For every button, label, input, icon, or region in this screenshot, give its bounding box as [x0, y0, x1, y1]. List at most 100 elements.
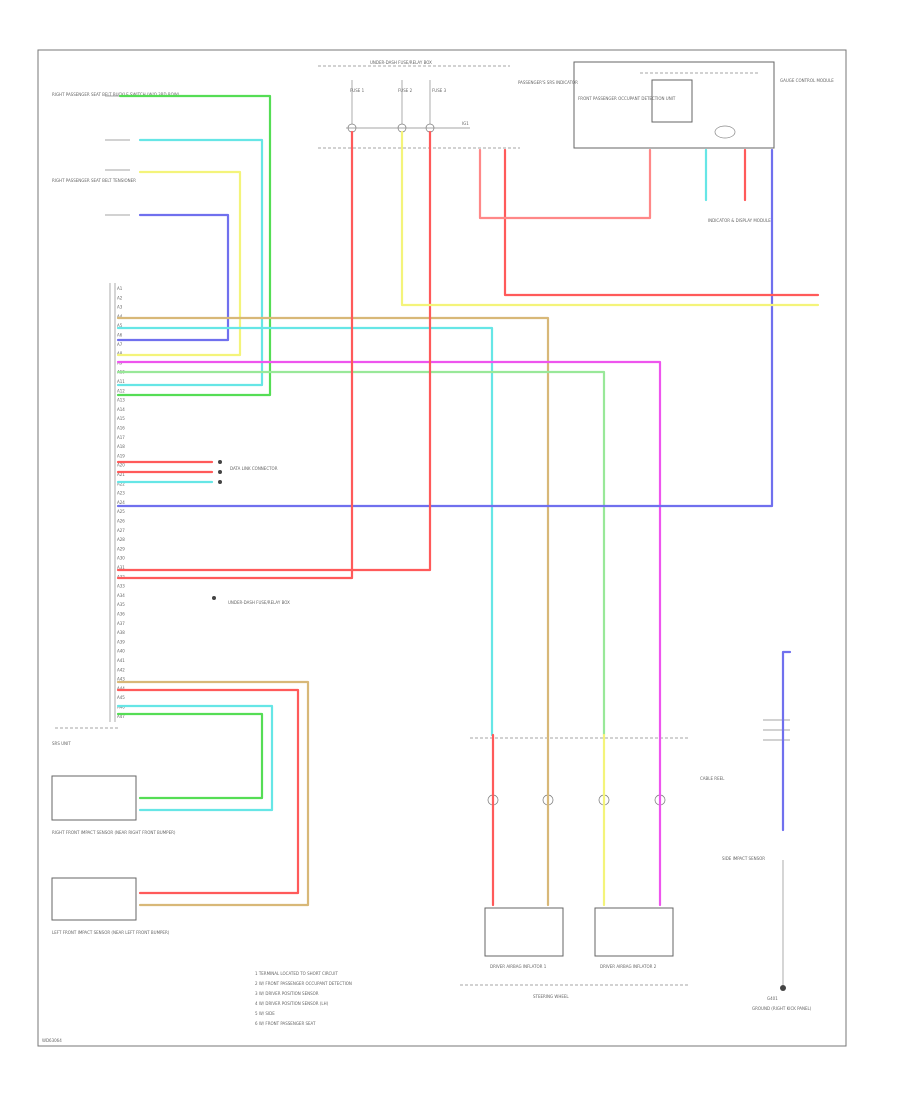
srs-pin-label: A15 [117, 416, 125, 421]
odsu-label: FRONT PASSENGER OCCUPANT DETECTION UNIT [578, 96, 676, 101]
srs-pin-label: A14 [117, 407, 125, 412]
srs-pin-label: A36 [117, 612, 125, 617]
legend: 1 TERMINAL LOCATED TO SHORT CIRCUIT 2 W/ … [255, 971, 352, 1026]
legend-item: 2 W/ FRONT PASSENGER OCCUPANT DETECTION [255, 981, 352, 986]
srs-unit-label: SRS UNIT [52, 741, 71, 746]
wire-cyan [116, 138, 264, 387]
legend-item: 5 W/ SIDE [255, 1011, 275, 1016]
ground-label: GROUND (RIGHT KICK PANEL) [752, 1006, 812, 1011]
srs-pin-label: A12 [117, 388, 125, 393]
left-front-sensor-label: LEFT FRONT IMPACT SENSOR (NEAR LEFT FRON… [52, 930, 170, 935]
srs-pin-label: A21 [117, 472, 125, 477]
legend-item: 3 W/ DRIVER POSITION SENSOR [255, 991, 319, 996]
srs-pin-label: A3 [117, 305, 123, 310]
srs-pin-label: A13 [117, 398, 125, 403]
wire-tan [116, 316, 550, 737]
gauge-control-label: GAUGE CONTROL MODULE [780, 78, 834, 83]
srs-pin-label: A17 [117, 435, 125, 440]
srs-connector [109, 283, 116, 722]
srs-pin-label: A27 [117, 528, 125, 533]
driver-airbag-1-label: DRIVER AIRBAG INFLATOR 1 [490, 964, 547, 969]
diagram-frame [37, 49, 847, 1047]
wire-green [116, 712, 264, 800]
rp-buckle-switch-label: RIGHT PASSENGER SEAT BELT BUCKLE SWITCH … [52, 92, 180, 97]
wire-cyan [116, 326, 494, 737]
srs-pin-label: A25 [117, 509, 125, 514]
srs-pin-label: A11 [117, 379, 125, 384]
wire-light-green [116, 370, 606, 737]
srs-pin-label: A6 [117, 333, 123, 338]
wire-red [116, 688, 300, 895]
right-front-sensor-box [51, 775, 137, 821]
fuse-box-label: UNDER-DASH FUSE/RELAY BOX [370, 60, 432, 65]
wire-blue [116, 213, 230, 342]
srs-pin-label: A43 [117, 677, 125, 682]
wire-blue [781, 650, 792, 832]
rp-buckle-tension-label: RIGHT PASSENGER SEAT BELT TENSIONER [52, 178, 136, 183]
wire-red [116, 130, 354, 580]
srs-pin-label: A29 [117, 546, 125, 551]
indicator-module-label: INDICATOR & DISPLAY MODULE [708, 218, 771, 223]
fuse-c-label: FUSE 3 [432, 88, 447, 93]
wire-cyan [116, 704, 274, 812]
srs-pin-label: A44 [117, 686, 125, 691]
srs-pin-label: A20 [117, 463, 125, 468]
srs-pin-label: A34 [117, 593, 125, 598]
fuse-bus-label: IG1 [462, 121, 469, 126]
wire-blue [116, 148, 774, 508]
wire-magenta [116, 360, 662, 737]
srs-pin-label: A38 [117, 630, 125, 635]
side-sensor-label: SIDE IMPACT SENSOR [722, 856, 765, 861]
srs-pin-label: A7 [117, 342, 123, 347]
srs-pin-label: A40 [117, 649, 125, 654]
wire-yellow [116, 170, 242, 357]
fuse-a-label: FUSE 1 [350, 88, 365, 93]
srs-pin-label: A23 [117, 491, 125, 496]
srs-pin-label: A39 [117, 639, 125, 644]
srs-pin-label: A2 [117, 295, 123, 300]
legend-item: 1 TERMINAL LOCATED TO SHORT CIRCUIT [255, 971, 338, 976]
data-link-label: DATA LINK CONNECTOR [230, 466, 278, 471]
srs-pin-list: A1A2A3A4A5A6A7A8A9A10A11A12A13A14A15A16A… [117, 286, 125, 719]
legend-item: 4 W/ DRIVER POSITION SENSOR (LH) [255, 1001, 329, 1006]
srs-pin-label: A18 [117, 444, 125, 449]
srs-pin-label: A24 [117, 500, 125, 505]
srs-pin-label: A1 [117, 286, 123, 291]
left-front-sensor-box [51, 877, 137, 921]
wire-pink [478, 148, 652, 220]
srs-pin-label: A32 [117, 574, 125, 579]
srs-pin-label: A28 [117, 537, 125, 542]
passenger-srs-label: PASSENGER'S SRS INDICATOR [518, 80, 578, 85]
wire-tan [116, 680, 310, 907]
wires [116, 94, 820, 907]
srs-pin-label: A5 [117, 323, 123, 328]
srs-pin-label: A42 [117, 667, 125, 672]
srs-pin-label: A47 [117, 714, 125, 719]
legend-item: 6 W/ FRONT PASSENGER SEAT [255, 1021, 316, 1026]
srs-pin-label: A22 [117, 481, 125, 486]
wire-yellow [400, 130, 820, 307]
srs-pin-label: A31 [117, 565, 125, 570]
srs-pin-label: A16 [117, 426, 125, 431]
srs-pin-label: A33 [117, 584, 125, 589]
right-front-sensor-label: RIGHT FRONT IMPACT SENSOR (NEAR RIGHT FR… [52, 830, 176, 835]
wire-red [503, 148, 820, 297]
srs-pin-label: A8 [117, 351, 123, 356]
srs-pin-label: A41 [117, 658, 125, 663]
srs-pin-label: A35 [117, 602, 125, 607]
srs-pin-label: A37 [117, 621, 125, 626]
srs-pin-label: A30 [117, 556, 125, 561]
cable-reel-label: CABLE REEL [700, 776, 725, 781]
ground-id: G401 [767, 996, 778, 1001]
srs-pin-label: A26 [117, 519, 125, 524]
srs-pin-label: A45 [117, 695, 125, 700]
driver-airbag-2-label: DRIVER AIRBAG INFLATOR 2 [600, 964, 657, 969]
wire-red [116, 130, 432, 572]
steering-wheel-label: STEERING WHEEL [533, 994, 569, 999]
fuse-box: UNDER-DASH FUSE/RELAY BOX FUSE 1 FUSE 2 … [318, 60, 520, 149]
srs-pin-label: A19 [117, 453, 125, 458]
wire-green [116, 94, 272, 397]
rp-buckle-switch-group: RIGHT PASSENGER SEAT BELT BUCKLE SWITCH … [52, 92, 180, 216]
fuse-b-label: FUSE 2 [398, 88, 413, 93]
